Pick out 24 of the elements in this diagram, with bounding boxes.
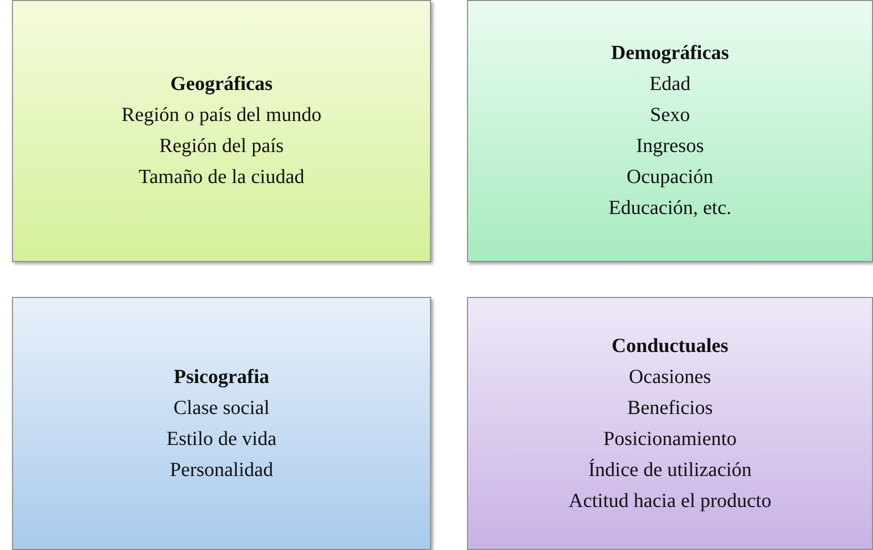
category-item: Posicionamiento [603, 426, 737, 452]
category-heading: Conductuales [612, 334, 728, 358]
category-item: Índice de utilización [588, 458, 752, 482]
category-item: Personalidad [170, 458, 274, 482]
category-heading: Geográficas [170, 72, 273, 97]
category-item: Tamaño de la ciudad [138, 165, 304, 190]
category-item: Edad [649, 72, 691, 97]
category-item: Beneficios [627, 396, 713, 420]
category-item: Estilo de vida [166, 426, 276, 452]
category-card [12, 297, 431, 550]
category-heading: Demográficas [611, 41, 729, 66]
category-card [12, 0, 431, 262]
category-item: Región del país [159, 134, 284, 159]
category-item: Educación, etc. [608, 196, 732, 221]
category-item: Ocasiones [628, 364, 712, 390]
category-item: Ocupación [626, 165, 714, 190]
category-card [467, 0, 873, 262]
category-card [467, 297, 873, 550]
category-item: Región o país del mundo [122, 103, 322, 128]
category-item: Ingresos [636, 134, 704, 159]
category-item: Sexo [650, 103, 690, 128]
category-item: Actitud hacia el producto [568, 488, 772, 514]
category-item: Clase social [173, 396, 270, 420]
category-heading: Psicografia [174, 364, 270, 390]
